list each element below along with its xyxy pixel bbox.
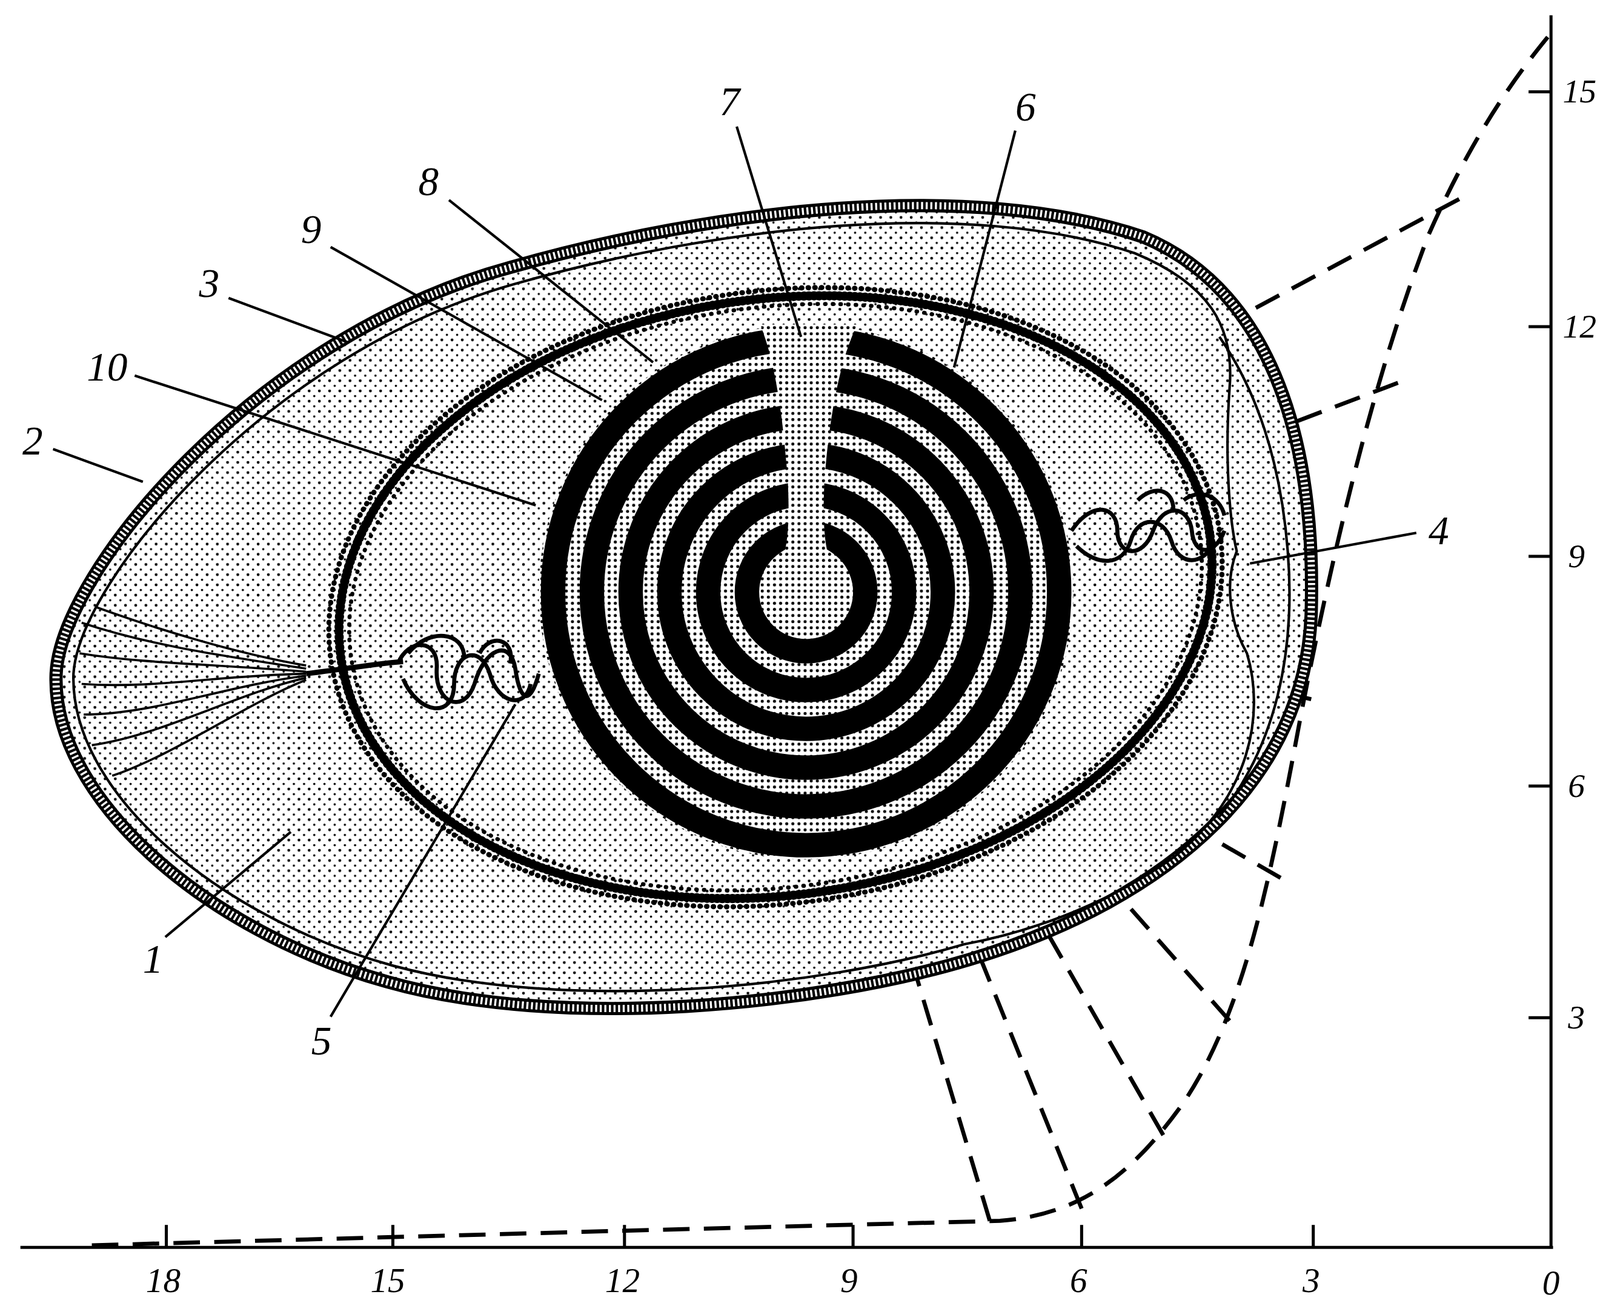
y-axis-value: 3 [1566, 1000, 1588, 1035]
chalazae [398, 490, 1225, 709]
latebra-core [763, 544, 849, 630]
y-axis [1549, 15, 1553, 1249]
axes [20, 15, 1554, 1249]
callout-number: 4 [1426, 510, 1451, 551]
callout-number: 1 [140, 939, 165, 980]
x-axis-value: 12 [602, 1263, 642, 1298]
y-axis-value: 6 [1566, 768, 1588, 803]
x-axis [20, 1245, 1554, 1249]
egg [55, 205, 1312, 1009]
x-axis-value: 18 [143, 1263, 183, 1298]
y-axis-value: 12 [1560, 309, 1599, 344]
shell-hatch [55, 205, 1312, 1009]
callout-number: 10 [84, 347, 130, 388]
x-axis-value: 0 [1540, 1265, 1562, 1301]
egg-white [55, 205, 1312, 1009]
latebra [760, 324, 858, 557]
air-cell-line [1219, 336, 1290, 817]
yolk [538, 324, 1074, 860]
callout-number: 9 [299, 209, 324, 250]
x-axis-value: 15 [368, 1263, 408, 1298]
x-axis-value: 9 [838, 1263, 860, 1298]
y-ticks [1528, 92, 1551, 1018]
x-ticks [166, 1224, 1314, 1247]
x-axis-value: 3 [1300, 1263, 1322, 1298]
callout-number: 2 [20, 420, 45, 462]
callout-number: 6 [1013, 86, 1038, 128]
shell-outer [55, 205, 1312, 1009]
callout-number: 8 [416, 161, 441, 202]
y-axis-value: 9 [1566, 539, 1588, 574]
x-axis-value: 6 [1068, 1263, 1090, 1298]
callout-number: 5 [308, 1020, 334, 1061]
callout-number: 7 [717, 81, 742, 123]
callout-number: 3 [196, 263, 222, 305]
leader-lines [53, 126, 1417, 1017]
fibres [79, 607, 403, 776]
shell-membrane [73, 222, 1255, 991]
albumen-layer [288, 231, 1263, 963]
y-axis-value: 15 [1560, 75, 1599, 110]
